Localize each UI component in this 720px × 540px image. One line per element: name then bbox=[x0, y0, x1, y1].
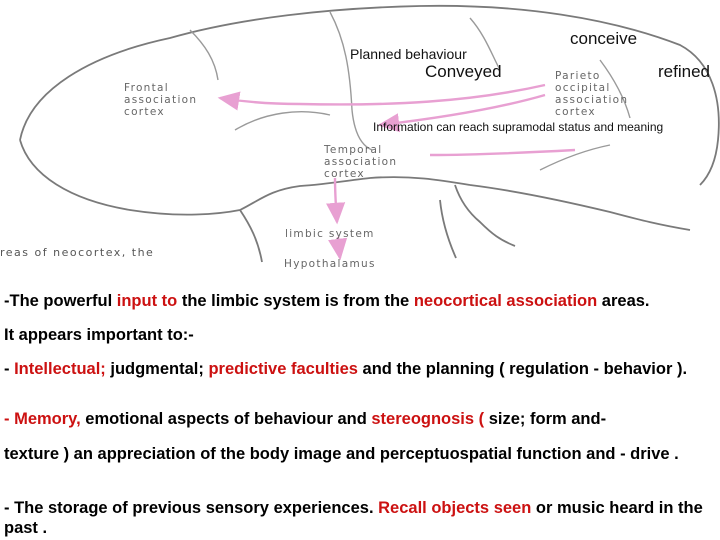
flow-arrows bbox=[217, 83, 576, 261]
temporal-line-2: association bbox=[324, 156, 398, 168]
p3-highlight-predictive: predictive faculties bbox=[208, 360, 358, 378]
parieto-line-3: association bbox=[555, 94, 629, 106]
p1-text-c: the limbic system is from the bbox=[177, 292, 414, 310]
paragraph-intellectual: - Intellectual; judgmental; predictive f… bbox=[4, 359, 716, 379]
brain-outline bbox=[19, 4, 720, 263]
parieto-line-2: occipital bbox=[555, 82, 611, 94]
p6-text-a: - The storage of previous sensory experi… bbox=[4, 499, 379, 517]
p1-text-a: -The powerful bbox=[4, 292, 117, 310]
paragraph-storage: - The storage of previous sensory experi… bbox=[4, 498, 716, 538]
paragraph-memory: - Memory, emotional aspects of behaviour… bbox=[4, 409, 716, 429]
hypothalamus-label: Hypothalamus bbox=[284, 258, 376, 270]
p5-text: texture ) an appreciation of the body im… bbox=[4, 445, 679, 463]
limbic-system-label: limbic system bbox=[285, 228, 375, 240]
conceive-label: conceive bbox=[570, 29, 638, 48]
p4-highlight-stereognosis: stereognosis ( bbox=[371, 410, 485, 428]
p1-highlight-neocortical: neocortical association bbox=[413, 292, 598, 310]
parieto-line-4: cortex bbox=[555, 106, 596, 118]
frontal-line-3: cortex bbox=[124, 106, 165, 118]
p3-text-a: - bbox=[4, 360, 15, 378]
paragraph-important: It appears important to:- bbox=[4, 325, 716, 345]
p6-text-c: or music heard in the past . bbox=[4, 499, 703, 537]
p1-highlight-input: input to bbox=[116, 292, 178, 310]
parieto-line-1: Parieto bbox=[555, 70, 601, 82]
frontal-line-1: Frontal bbox=[124, 82, 170, 94]
frontal-cortex-label: Frontal association cortex bbox=[124, 82, 197, 118]
paragraph-input: -The powerful input to the limbic system… bbox=[4, 291, 716, 311]
refined-label: refined bbox=[658, 62, 710, 81]
paragraph-texture: texture ) an appreciation of the body im… bbox=[4, 444, 716, 464]
brain-diagram bbox=[19, 4, 720, 263]
p4-text-d: size; form and- bbox=[484, 410, 607, 428]
p3-highlight-intellectual: Intellectual; bbox=[14, 360, 106, 378]
caption-fragment: reas of neocortex, the bbox=[0, 246, 155, 259]
parieto-cortex-label: Parieto occipital association cortex bbox=[555, 70, 628, 118]
p6-highlight-recall: Recall objects seen bbox=[378, 499, 532, 517]
p4-highlight-memory: - Memory, bbox=[4, 410, 81, 428]
frontal-line-2: association bbox=[124, 94, 198, 106]
p3-text-e: and the planning ( regulation - behavior… bbox=[357, 360, 688, 378]
p3-text-c: judgmental; bbox=[105, 360, 209, 378]
planned-behaviour-label: Planned behaviour bbox=[350, 46, 467, 62]
p1-text-e: areas. bbox=[597, 292, 650, 310]
brain-sulci bbox=[189, 11, 631, 171]
information-label: Information can reach supramodal status … bbox=[373, 120, 664, 134]
temporal-line-3: cortex bbox=[324, 168, 365, 180]
p2-text: It appears important to:- bbox=[4, 326, 194, 344]
conveyed-label: Conveyed bbox=[425, 62, 502, 81]
temporal-cortex-label: Temporal association cortex bbox=[324, 144, 397, 180]
temporal-line-1: Temporal bbox=[324, 144, 383, 156]
p4-text-b: emotional aspects of behaviour and bbox=[80, 410, 372, 428]
